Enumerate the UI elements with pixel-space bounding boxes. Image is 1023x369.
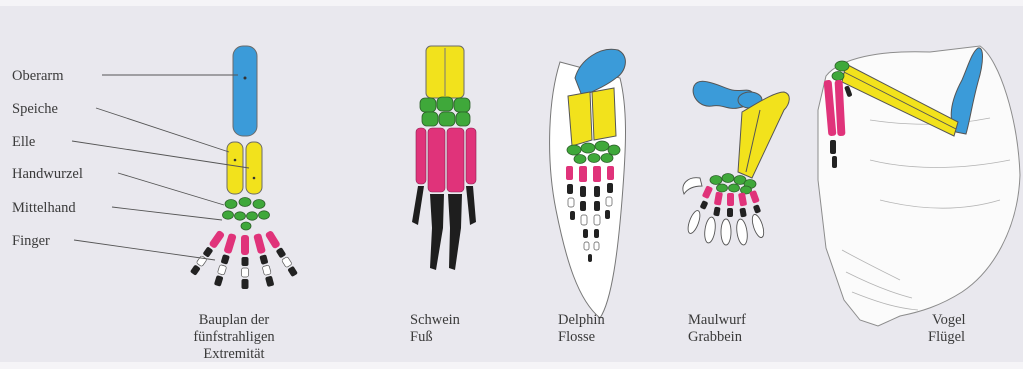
- caption-bauplan-line-2: fünfstrahligen: [193, 329, 275, 345]
- bauplan-humerus: [233, 46, 257, 136]
- caption-delphin-line-1: Delphin: [558, 312, 605, 328]
- caption-delphin-line-2: Flosse: [558, 329, 595, 345]
- caption-maulwurf-line-1: Maulwurf: [688, 312, 746, 328]
- bauplan-radius: [227, 142, 243, 194]
- caption-bauplan-line-1: Bauplan der: [199, 312, 270, 328]
- caption-schwein-line-2: Fuß: [410, 329, 433, 345]
- caption-maulwurf: Maulwurf Grabbein: [688, 312, 746, 345]
- bauplan-ray-3: [241, 235, 249, 289]
- label-elle: Elle: [12, 134, 35, 150]
- label-mittelhand: Mittelhand: [12, 200, 76, 216]
- label-finger: Finger: [12, 233, 50, 249]
- label-speiche: Speiche: [12, 101, 58, 117]
- label-handwurzel: Handwurzel: [12, 166, 83, 182]
- caption-vogel: Vogel Flügel: [928, 312, 966, 345]
- caption-vogel-line-1: Vogel: [932, 312, 966, 328]
- caption-maulwurf-line-2: Grabbein: [688, 329, 743, 345]
- caption-bauplan-line-3: Extremität: [203, 346, 264, 362]
- caption-schwein-line-1: Schwein: [410, 312, 461, 328]
- label-oberarm: Oberarm: [12, 68, 64, 84]
- caption-vogel-line-2: Flügel: [928, 329, 965, 345]
- caption-bauplan: Bauplan der fünfstrahligen Extremität: [193, 312, 275, 362]
